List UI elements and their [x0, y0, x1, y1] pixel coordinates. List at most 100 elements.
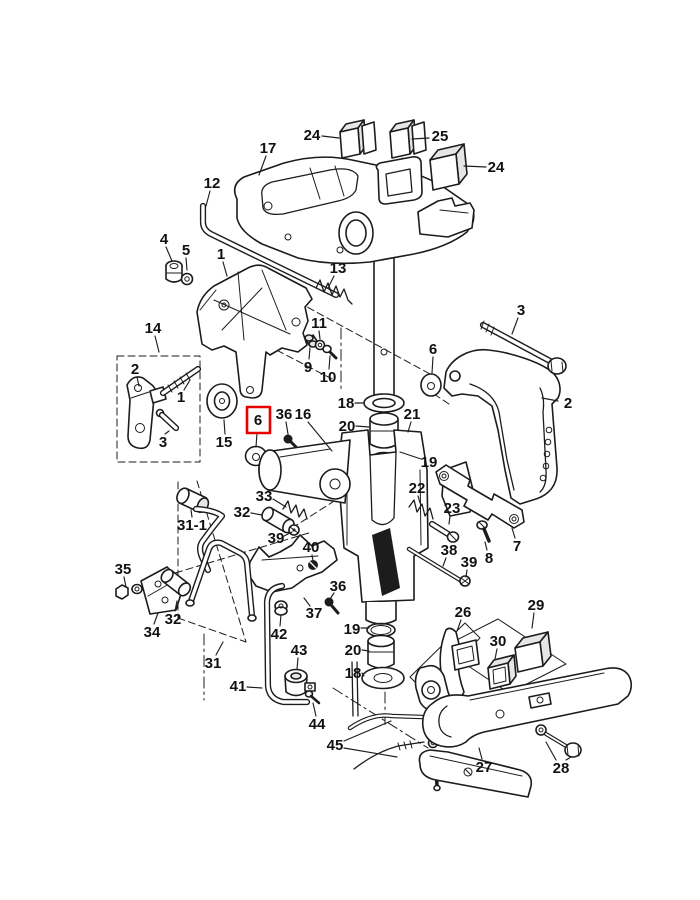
part-label-14-9[interactable]: 14	[145, 320, 162, 337]
part-label-19-23[interactable]: 19	[421, 454, 438, 471]
highlight-box-part-6[interactable]	[245, 405, 272, 435]
part-label-9-11[interactable]: 9	[304, 359, 312, 376]
part-label-36-18[interactable]: 36	[276, 406, 293, 423]
leader-line	[541, 397, 559, 402]
part-label-20-21[interactable]: 20	[339, 418, 356, 435]
leader-line	[431, 356, 434, 374]
leader-line	[448, 515, 451, 525]
part-label-15-16[interactable]: 15	[216, 434, 233, 451]
clamp-rubber-30	[487, 654, 517, 690]
part-label-16-19[interactable]: 16	[295, 406, 312, 423]
part-label-38-31[interactable]: 38	[441, 542, 458, 559]
clamp-lever-27	[421, 667, 633, 748]
part-label-19-49[interactable]: 19	[344, 621, 361, 638]
mount-rubber-24-left	[339, 119, 377, 159]
leader-line	[442, 557, 447, 567]
clamp-rubber-29	[514, 631, 552, 673]
part-label-31-1-37[interactable]: 31-1	[177, 517, 207, 534]
part-label-31-41[interactable]: 31	[205, 655, 222, 672]
part-label-2-26[interactable]: 2	[564, 395, 572, 412]
part-label-33-33[interactable]: 33	[256, 488, 273, 505]
part-label-24-2[interactable]: 24	[488, 159, 505, 176]
rod-stub	[351, 661, 359, 717]
part-label-26-52[interactable]: 26	[455, 604, 472, 621]
part-label-3-15[interactable]: 3	[159, 434, 167, 451]
part-label-34-39[interactable]: 34	[144, 624, 161, 641]
washer-11	[314, 339, 326, 351]
clamp-43	[284, 668, 316, 697]
part-label-3-25[interactable]: 3	[517, 302, 525, 319]
threaded-stud-1	[159, 365, 202, 397]
leader-line	[285, 421, 289, 435]
part-label-35-38[interactable]: 35	[115, 561, 132, 578]
thrust-cap-15	[206, 383, 238, 419]
part-label-22-27[interactable]: 22	[409, 480, 426, 497]
part-label-18-20[interactable]: 18	[338, 395, 355, 412]
part-label-40-36[interactable]: 40	[303, 539, 320, 556]
part-label-7-29[interactable]: 7	[513, 538, 521, 555]
part-label-28-56[interactable]: 28	[553, 760, 570, 777]
part-label-20-50[interactable]: 20	[345, 642, 362, 659]
screw-10	[322, 344, 338, 360]
part-label-1-8[interactable]: 1	[217, 246, 225, 263]
part-label-39-35[interactable]: 39	[268, 530, 285, 547]
part-label-12-4[interactable]: 12	[204, 175, 221, 192]
leader-line	[153, 612, 159, 625]
leader-line	[311, 554, 314, 562]
part-label-10-12[interactable]: 10	[320, 369, 337, 386]
swivel-bracket-16	[258, 429, 429, 625]
part-label-13-5[interactable]: 13	[330, 260, 347, 277]
part-label-32-40[interactable]: 32	[165, 611, 182, 628]
part-label-42-44[interactable]: 42	[271, 626, 288, 643]
part-label-6-24[interactable]: 6	[429, 341, 437, 358]
part-label-17-3[interactable]: 17	[260, 140, 277, 157]
part-label-2-13[interactable]: 2	[131, 361, 139, 378]
part-label-27-55[interactable]: 27	[476, 759, 493, 776]
leader-line	[123, 576, 127, 588]
upper-mount-bracket-17	[233, 156, 475, 265]
leader-line	[463, 165, 487, 168]
part-label-11-10[interactable]: 11	[311, 315, 327, 332]
leader-line	[511, 317, 519, 335]
part-label-29-53[interactable]: 29	[528, 597, 545, 614]
part-label-45-48[interactable]: 45	[327, 737, 344, 754]
leader-line	[279, 614, 282, 627]
part-label-43-45[interactable]: 43	[291, 642, 308, 659]
part-label-32-34[interactable]: 32	[234, 504, 251, 521]
leader-line	[222, 261, 228, 277]
leader-line	[456, 619, 462, 632]
leader-line	[223, 419, 226, 435]
bolt-36-upper	[283, 434, 299, 450]
part-label-23-28[interactable]: 23	[444, 500, 461, 517]
leader-line	[531, 612, 535, 629]
leader-line	[258, 155, 267, 176]
screw-44	[304, 690, 321, 705]
part-label-6-17[interactable]: 6	[254, 412, 262, 429]
leader-line	[296, 657, 299, 670]
part-label-39-32[interactable]: 39	[461, 554, 478, 571]
part-label-1-14[interactable]: 1	[177, 389, 185, 406]
leader-line	[164, 430, 170, 435]
part-label-30-54[interactable]: 30	[490, 633, 507, 650]
leader-line	[215, 641, 224, 656]
part-label-18-51[interactable]: 18	[345, 665, 362, 682]
leader-line	[329, 592, 335, 600]
part-label-24-0[interactable]: 24	[304, 127, 321, 144]
leader-line	[327, 275, 335, 289]
part-label-21-22[interactable]: 21	[404, 406, 421, 423]
part-label-8-30[interactable]: 8	[485, 550, 493, 567]
part-label-41-46[interactable]: 41	[230, 678, 247, 695]
part-label-4-6[interactable]: 4	[160, 231, 169, 248]
part-label-44-47[interactable]: 44	[309, 716, 326, 733]
washer-6-right	[420, 373, 442, 397]
leader-line	[511, 527, 516, 539]
part-label-37-43[interactable]: 37	[306, 605, 323, 622]
spring-22	[408, 499, 434, 520]
part-label-36-42[interactable]: 36	[330, 578, 347, 595]
trim-bracket-7	[435, 464, 525, 529]
part-label-25-1[interactable]: 25	[432, 128, 449, 145]
leader-line	[307, 421, 333, 452]
part-label-5-7[interactable]: 5	[182, 242, 190, 259]
leader-line	[328, 355, 331, 370]
